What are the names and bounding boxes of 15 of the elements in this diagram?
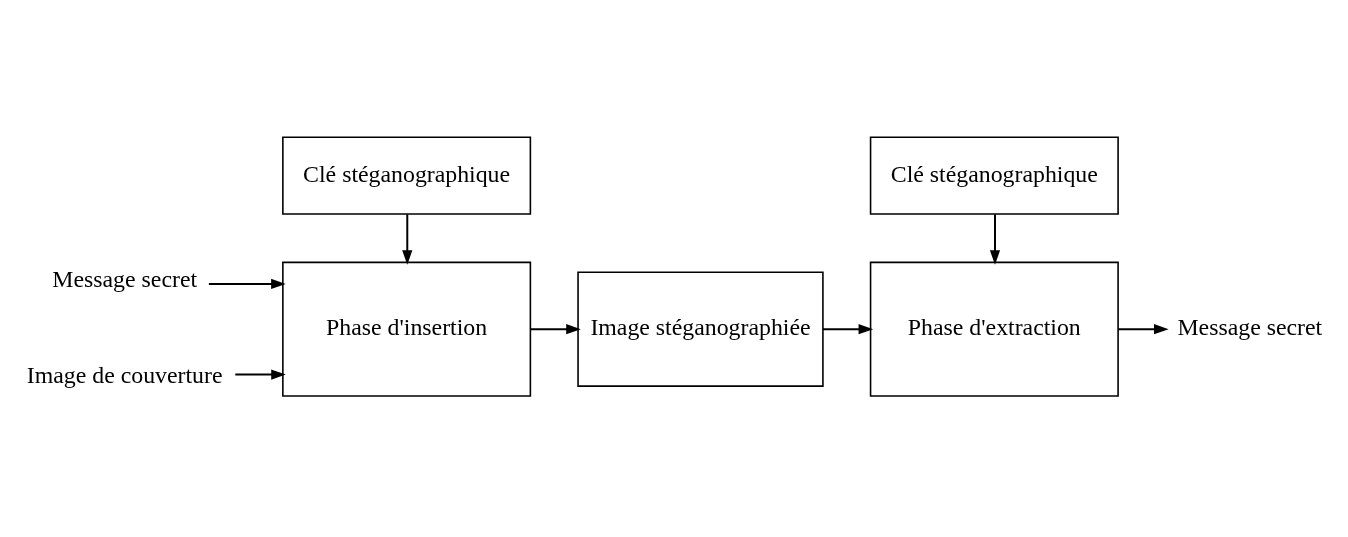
node-text: Message secret — [1177, 313, 1323, 340]
node-box: Phase d'extraction — [869, 261, 1119, 397]
node-box: Clé stéganographique — [282, 136, 532, 215]
node-text: Image de couverture — [26, 361, 223, 388]
arrow — [207, 278, 286, 289]
arrow — [402, 212, 413, 265]
arrow — [1117, 323, 1169, 334]
arrow — [821, 323, 874, 334]
node-box: Clé stéganographique — [869, 136, 1119, 215]
arrow — [989, 212, 1001, 265]
node-text: Message secret — [52, 265, 198, 292]
node-box: Phase d'insertion — [282, 261, 532, 397]
arrow — [234, 368, 286, 380]
arrow — [529, 323, 581, 334]
node-box: Image stéganographiée — [577, 271, 824, 387]
